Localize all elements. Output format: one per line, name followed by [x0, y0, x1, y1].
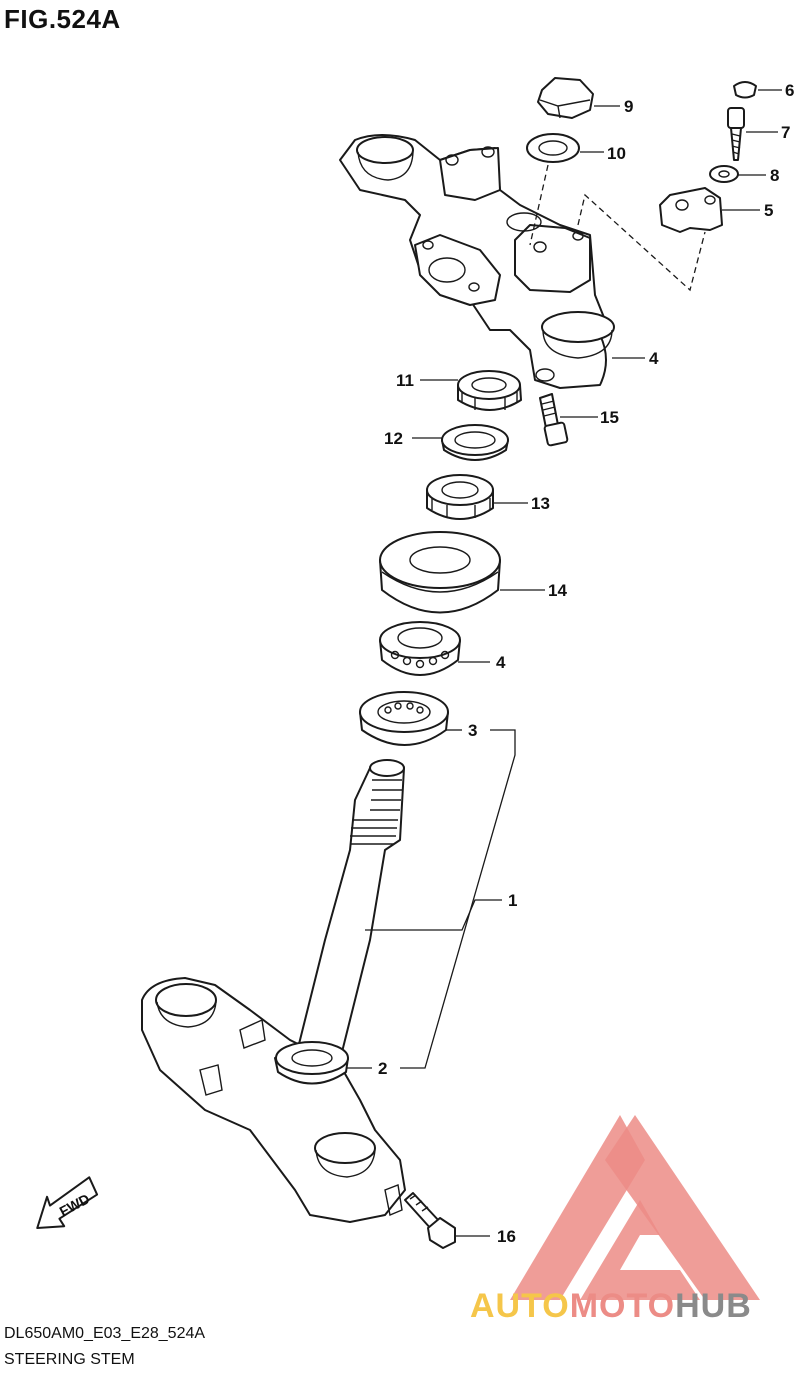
wordmark-auto: AUTO	[470, 1287, 570, 1325]
figure-title: FIG.524A	[4, 4, 121, 34]
callout-9: 9	[624, 97, 633, 116]
upper-bracket[interactable]	[339, 134, 615, 389]
model-code: DL650AM0_E03_E28_524A	[4, 1325, 206, 1342]
lock-washer[interactable]	[441, 424, 509, 461]
logo-triangle-right	[605, 1115, 760, 1300]
lower-bearing[interactable]	[359, 691, 449, 746]
callout-4-upper: 4	[649, 349, 659, 368]
callout-6: 6	[785, 81, 794, 100]
callout-15: 15	[600, 408, 619, 427]
washer[interactable]	[709, 165, 739, 183]
wordmark-moto: MOTO	[569, 1287, 676, 1325]
logo-inner-mark	[580, 1200, 700, 1300]
stem-nut[interactable]	[537, 77, 594, 119]
lower-dust-seal[interactable]	[274, 1041, 349, 1085]
forward-direction-badge: FWD	[36, 1176, 99, 1230]
callout-13: 13	[531, 494, 550, 513]
lower-pinch-bolt[interactable]	[404, 1192, 456, 1249]
callout-1: 1	[508, 891, 517, 910]
callout-11: 11	[396, 371, 414, 390]
callout-8: 8	[770, 166, 779, 185]
automotohub-logo	[510, 1115, 760, 1300]
callout-2: 2	[378, 1059, 387, 1078]
stem-washer[interactable]	[526, 133, 580, 163]
lower-bracket[interactable]	[141, 977, 406, 1223]
lock-nut-upper[interactable]	[457, 370, 522, 411]
leader-lines	[347, 89, 782, 1237]
wordmark-hub: HUB	[675, 1287, 752, 1325]
automotohub-wordmark: AUTOMOTOHUB	[470, 1287, 752, 1326]
bolt-cap[interactable]	[733, 81, 757, 99]
lock-nut-lower[interactable]	[426, 474, 494, 520]
dust-seal[interactable]	[379, 531, 501, 614]
callout-5: 5	[764, 201, 773, 220]
callout-16: 16	[497, 1227, 516, 1246]
callout-3: 3	[468, 721, 477, 740]
pinch-bolt[interactable]	[539, 393, 569, 447]
callout-10: 10	[607, 144, 626, 163]
clamp-bolt[interactable]	[727, 107, 745, 161]
steering-stem[interactable]	[294, 759, 405, 1061]
callout-14: 14	[548, 581, 567, 600]
callout-4-lower: 4	[496, 653, 506, 672]
callouts: 6 7 8 5 9 10 4 11 12 15 13 14 4 3 1 2 16	[378, 81, 794, 1246]
callout-12: 12	[384, 429, 403, 448]
handlebar-clamp[interactable]	[659, 187, 723, 233]
upper-bearing[interactable]	[379, 621, 461, 676]
callout-7: 7	[781, 123, 790, 142]
figure-name: STEERING STEM	[4, 1351, 135, 1368]
